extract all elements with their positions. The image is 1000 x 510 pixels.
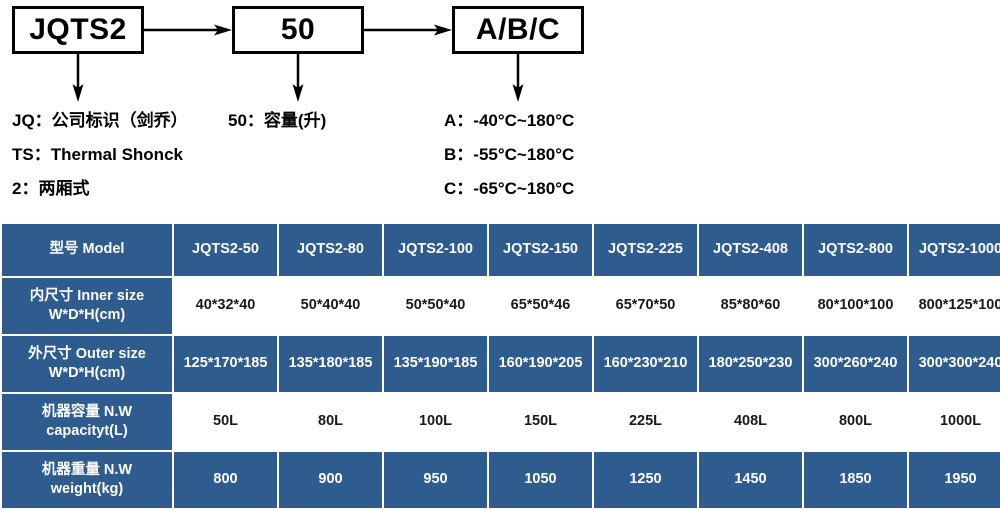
table-cell: 160*230*210: [594, 336, 697, 392]
legend-line-capacity: 50：容量(升): [228, 111, 327, 130]
code-box-model-prefix-label: JQTS2: [29, 13, 127, 46]
code-box-model-prefix: JQTS2: [12, 6, 144, 54]
legend-temperature-grades: A：-40°C~180°C B：-55°C~180°C C：-65°C~180°…: [444, 112, 574, 214]
table-cell: 1000L: [909, 394, 1000, 450]
table-header-model: JQTS2-225: [594, 224, 697, 276]
table-cell: 800L: [804, 394, 907, 450]
code-box-temperature-grade-label: A/B/C: [475, 13, 561, 46]
table-cell: 1850: [804, 452, 907, 508]
table-cell: 1950: [909, 452, 1000, 508]
code-box-capacity-label: 50: [280, 13, 316, 46]
table-row-label-line1: 内尺寸 Inner size: [29, 287, 145, 304]
table-cell: 135*190*185: [384, 336, 487, 392]
table-row-label-line2: capacityt(L): [46, 423, 128, 439]
table-cell: 300*260*240: [804, 336, 907, 392]
model-code-diagram: JQTS2 50 A/B/C: [0, 0, 1000, 215]
table-row-label-line2: W*D*H(cm): [48, 307, 126, 323]
table-cell: 1250: [594, 452, 697, 508]
table-cell: 1450: [699, 452, 802, 508]
table-header-model: JQTS2-800: [804, 224, 907, 276]
table-header-model: JQTS2-408: [699, 224, 802, 276]
arrow-down-3-icon: [511, 54, 525, 102]
legend-line-grade-b: B：-55°C~180°C: [444, 145, 575, 164]
table-header-label: 型号 Model: [2, 224, 172, 276]
table-cell: 1050: [489, 452, 592, 508]
arrow-down-2-icon: [291, 54, 305, 102]
table-cell: 65*50*46: [489, 278, 592, 334]
table-row-label-line2: W*D*H(cm): [48, 365, 126, 381]
code-box-temperature-grade: A/B/C: [452, 6, 584, 54]
table-cell: 100L: [384, 394, 487, 450]
table-row-label: 机器容量 N.W capacityt(L): [2, 394, 172, 450]
table-cell: 225L: [594, 394, 697, 450]
legend-line-ts: TS：Thermal Shonck: [12, 145, 183, 164]
legend-line-grade-c: C：-65°C~180°C: [444, 179, 575, 198]
arrow-right-1-icon: [144, 23, 232, 37]
table-cell: 80*100*100: [804, 278, 907, 334]
table-row-label: 机器重量 N.W weight(kg): [2, 452, 172, 508]
table-header-model: JQTS2-1000: [909, 224, 1000, 276]
table-cell: 80L: [279, 394, 382, 450]
table-cell: 135*180*185: [279, 336, 382, 392]
table-header-model: JQTS2-50: [174, 224, 277, 276]
table-cell: 65*70*50: [594, 278, 697, 334]
table-cell: 800*125*100: [909, 278, 1000, 334]
table-cell: 150L: [489, 394, 592, 450]
table-cell: 800: [174, 452, 277, 508]
table-row-label-line1: 机器重量 N.W: [41, 461, 133, 478]
table-cell: 180*250*230: [699, 336, 802, 392]
table-cell: 50L: [174, 394, 277, 450]
legend-capacity: 50：容量(升): [228, 112, 326, 146]
legend-line-jq: JQ：公司标识（剑乔）: [12, 111, 188, 130]
arrow-down-1-icon: [71, 54, 85, 102]
table-cell: 50*40*40: [279, 278, 382, 334]
table-header-model: JQTS2-80: [279, 224, 382, 276]
table-cell: 125*170*185: [174, 336, 277, 392]
code-box-capacity: 50: [232, 6, 364, 54]
table-cell: 50*50*40: [384, 278, 487, 334]
table-header-model: JQTS2-150: [489, 224, 592, 276]
legend-model-prefix: JQ：公司标识（剑乔） TS：Thermal Shonck 2：两厢式: [12, 112, 188, 214]
arrow-right-2-icon: [364, 23, 452, 37]
table-cell: 40*32*40: [174, 278, 277, 334]
table-row-label-line2: weight(kg): [50, 481, 124, 497]
legend-line-2: 2：两厢式: [12, 179, 90, 198]
table-cell: 408L: [699, 394, 802, 450]
table-row-label-line1: 机器容量 N.W: [41, 403, 133, 420]
table-header-model: JQTS2-100: [384, 224, 487, 276]
table-cell: 900: [279, 452, 382, 508]
table-cell: 950: [384, 452, 487, 508]
table-cell: 300*300*240: [909, 336, 1000, 392]
legend-line-grade-a: A：-40°C~180°C: [444, 111, 575, 130]
table-cell: 85*80*60: [699, 278, 802, 334]
table-cell: 160*190*205: [489, 336, 592, 392]
table-row-label-line1: 外尺寸 Outer size: [28, 345, 146, 362]
